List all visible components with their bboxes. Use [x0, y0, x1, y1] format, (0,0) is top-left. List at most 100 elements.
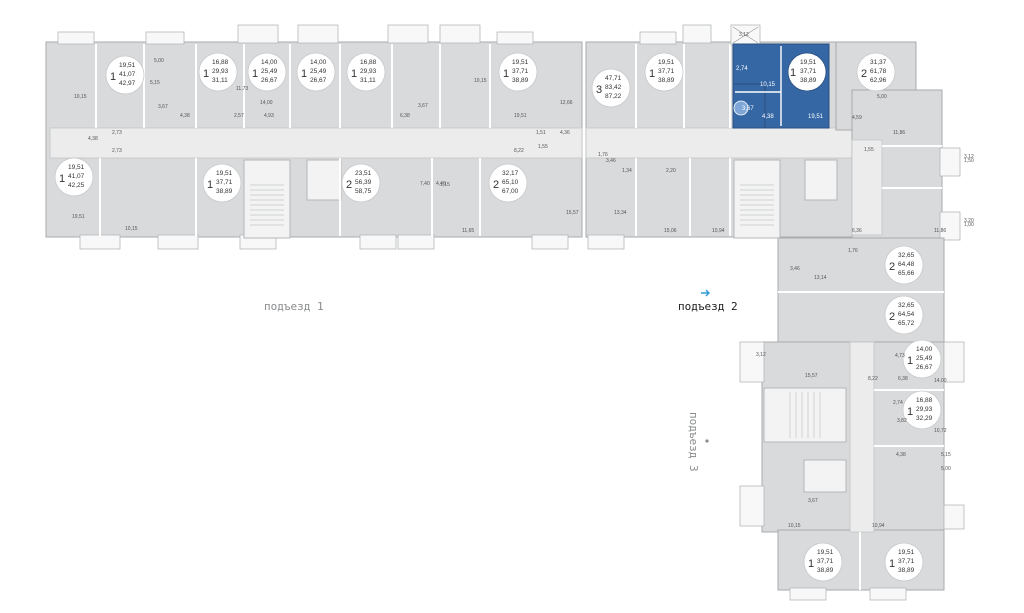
- apartment-badge-circle: [488, 163, 528, 203]
- apartment-badge-circle: [198, 52, 238, 92]
- entrance-3-label[interactable]: подъезд 3: [687, 412, 700, 472]
- room-area-label: 2,20: [666, 168, 676, 174]
- apartment-total: 64,48: [898, 261, 915, 268]
- entrance-2-marker[interactable]: подъезд 2: [678, 289, 738, 313]
- selected-room-2: 4,38: [762, 114, 774, 120]
- apartment-rooms: 2: [346, 179, 352, 191]
- apartment-badge-circle: [591, 68, 631, 108]
- room-area-label: 19,51: [514, 113, 527, 119]
- selected-apartment[interactable]: 1 19,51 37,71 38,89 10,15 19,51 4,38 3,6…: [730, 24, 830, 129]
- apartment-full: 65,66: [898, 270, 915, 277]
- room-area-label: 4,73: [895, 353, 905, 359]
- apartment-full: 38,89: [216, 188, 233, 195]
- wing-corner: [835, 41, 961, 241]
- apartment-full: 58,75: [355, 188, 372, 195]
- apartment-badges: 119,5141,0742,97116,8829,9331,11114,0025…: [54, 52, 942, 582]
- room-area-label: 3,46: [790, 266, 800, 272]
- room-area-label: 4,59: [852, 115, 862, 121]
- apartment-living: 19,51: [68, 164, 85, 171]
- room-area-label: 11,86: [893, 130, 905, 136]
- wing-middle: [585, 24, 855, 250]
- room-area-label: 10,15: [74, 94, 87, 100]
- apartment-badge[interactable]: 116,88 29,93 32,29: [902, 390, 942, 430]
- selected-room-0: 10,15: [760, 82, 776, 88]
- room-area-label: 11,86: [934, 228, 946, 234]
- room-area-label: 5,00: [877, 94, 887, 100]
- apartment-full: 67,00: [502, 188, 519, 195]
- room-area-label: 1,50: [964, 158, 974, 164]
- apartment-full: 62,96: [870, 77, 887, 84]
- apartment-total: 37,71: [216, 179, 233, 186]
- room-area-label: 1,34: [622, 168, 632, 174]
- apartment-rooms: 1: [808, 558, 814, 570]
- selected-room-3: 3,67: [742, 106, 754, 112]
- apartment-total: 41,07: [119, 71, 136, 78]
- room-area-label: 4,46: [436, 181, 446, 187]
- room-area-label: 6,38: [400, 113, 410, 119]
- room-area-label: 14,00: [260, 100, 273, 106]
- room-area-label: 8,22: [868, 376, 878, 382]
- apartment-full: 38,89: [658, 77, 675, 84]
- room-area-label: 3,12: [756, 352, 766, 358]
- room-area-label: 5,00: [941, 466, 951, 472]
- apartment-living: 16,88: [212, 59, 229, 66]
- apartment-rooms: 1: [649, 68, 655, 80]
- entrance-2-label[interactable]: подъезд 2: [678, 300, 738, 313]
- room-area-label: 13,14: [814, 275, 827, 281]
- apartment-living: 31,37: [870, 59, 887, 66]
- room-area-label: 1,55: [538, 144, 548, 150]
- apartment-total: 61,78: [870, 68, 887, 75]
- apartment-rooms: 1: [907, 406, 913, 418]
- selected-full: 38,89: [800, 77, 817, 84]
- apartment-total: 25,49: [261, 68, 278, 75]
- apartment-full: 87,22: [605, 93, 622, 100]
- apartment-living: 16,88: [916, 397, 933, 404]
- apartment-total: 29,93: [212, 68, 229, 75]
- entrance-1-label[interactable]: подъезд 1: [264, 300, 324, 313]
- room-area-label: 4,38: [896, 452, 906, 458]
- apartment-total: 41,07: [68, 173, 85, 180]
- apartment-full: 32,29: [916, 415, 933, 422]
- apartment-rooms: 2: [889, 311, 895, 323]
- apartment-living: 32,17: [502, 170, 519, 177]
- apartment-total: 29,93: [916, 406, 933, 413]
- room-area-label: 10,94: [712, 228, 725, 234]
- apartment-living: 32,65: [898, 302, 915, 309]
- apartment-living: 14,00: [310, 59, 327, 66]
- apartment-total: 83,42: [605, 84, 622, 91]
- apartment-total: 37,71: [817, 558, 834, 565]
- apartment-rooms: 1: [252, 68, 258, 80]
- apartment-rooms: 1: [301, 68, 307, 80]
- apartment-living: 19,51: [817, 549, 834, 556]
- apartment-rooms: 3: [596, 84, 602, 96]
- apartment-rooms: 1: [351, 68, 357, 80]
- room-area-label: 2,74: [893, 400, 903, 406]
- apartment-badge-circle: [247, 52, 287, 92]
- apartment-badge-circle: [346, 52, 386, 92]
- apartment-total: 37,71: [898, 558, 915, 565]
- apartment-living: 32,65: [898, 252, 915, 259]
- room-area-label: 10,15: [788, 523, 801, 529]
- apartment-living: 19,51: [658, 59, 675, 66]
- apartment-badge-circle: [856, 52, 896, 92]
